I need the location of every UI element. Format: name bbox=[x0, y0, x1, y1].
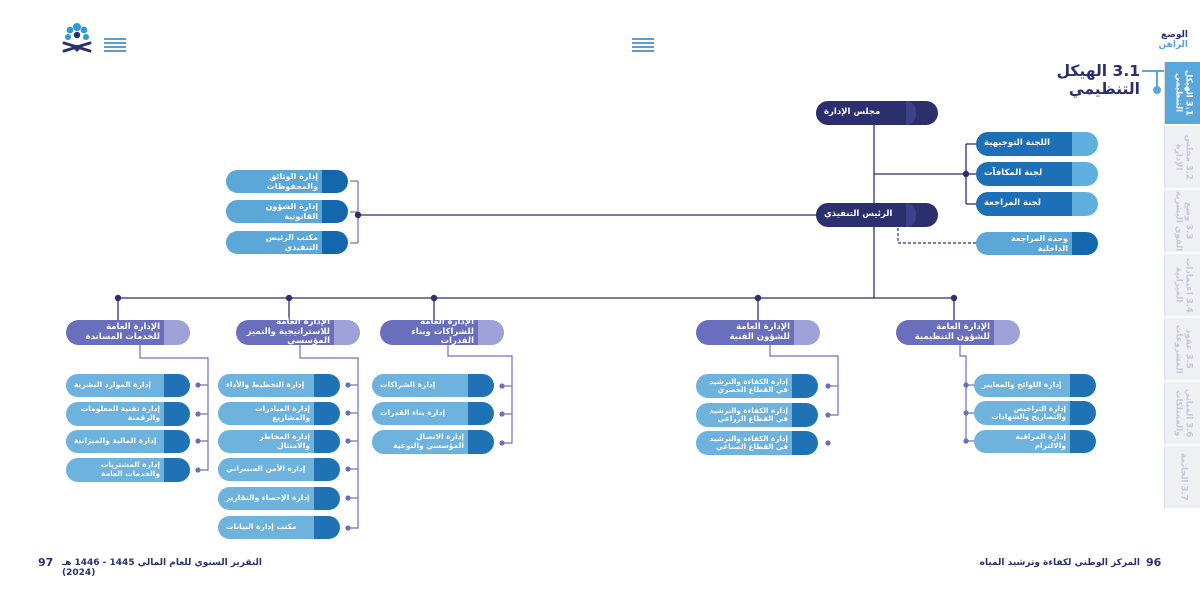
unit-label: إدارة الشراكات bbox=[372, 374, 472, 397]
general-department-node: الإدارة العامة للاستراتيجية والتميز المؤ… bbox=[236, 317, 360, 346]
general-department-node: الإدارة العامة للشؤون التنظيمية bbox=[896, 320, 1020, 345]
unit-label: إدارة اللوائح والمعايير bbox=[974, 374, 1074, 397]
unit-node: إدارة التخطيط والأداء bbox=[218, 374, 340, 397]
page-number-left: 97 bbox=[38, 556, 54, 569]
tab-buildings[interactable]: 3.6 المباني والممتلكات bbox=[1164, 382, 1200, 444]
unit-node: إدارة بناء القدرات bbox=[372, 402, 494, 425]
tab-label: 3.7 الخاتمة bbox=[1178, 453, 1189, 501]
unit-node: إدارة الإحصاء والتقارير bbox=[218, 487, 340, 510]
footer-org-name: المركز الوطني لكفاءة وترشيد المياه bbox=[979, 558, 1140, 568]
unit-node: إدارة المالية والميزانية bbox=[66, 430, 190, 453]
unit-node: إدارة المراقبة والالتزام bbox=[974, 430, 1096, 453]
unit-node: إدارة الأمن السيبراني bbox=[218, 458, 340, 481]
tab-conclusion[interactable]: 3.7 الخاتمة bbox=[1164, 446, 1200, 508]
unit-node: إدارة تقنية المعلومات والرقمنة bbox=[66, 402, 190, 426]
section-label-line1: الوضع bbox=[1161, 30, 1188, 40]
unit-label: إدارة الموارد البشرية bbox=[66, 374, 168, 397]
ceo-office-node: إدارة الوثائق والمحفوظات bbox=[226, 170, 348, 193]
ceo-office-label: مكتب الرئيس التنفيذي bbox=[226, 231, 326, 254]
unit-label: إدارة الأمن السيبراني bbox=[218, 458, 318, 481]
unit-node: إدارة المبادرات والمشاريع bbox=[218, 402, 340, 425]
tab-label: 3.5 عقود المشروعات bbox=[1173, 324, 1194, 374]
general-department-label: الإدارة العامة للشراكات وبناء القدرات bbox=[380, 317, 482, 346]
committee-label: لجنة المكافآت bbox=[976, 162, 1076, 186]
tab-org-structure[interactable]: 3.1 الهيكل التنظيمي bbox=[1164, 62, 1200, 124]
unit-node: إدارة التراخيص والتصاريح والشهادات bbox=[974, 401, 1096, 425]
water-center-logo-icon bbox=[60, 18, 94, 56]
general-department-label: الإدارة العامة للشؤون الفنية bbox=[696, 320, 798, 345]
unit-label: إدارة المراقبة والالتزام bbox=[974, 430, 1074, 453]
title-rule-vertical bbox=[1156, 70, 1158, 90]
unit-label: إدارة التراخيص والتصاريح والشهادات bbox=[974, 401, 1074, 425]
general-department-label: الإدارة العامة للاستراتيجية والتميز المؤ… bbox=[236, 317, 338, 346]
hamburger-menu-icon[interactable] bbox=[104, 38, 126, 52]
unit-label: إدارة الاتصال المؤسسي والتوعية bbox=[372, 430, 472, 454]
internal-audit-label: وحدة المراجعة الداخلية bbox=[976, 232, 1076, 255]
committee-label: لجنة المراجعة bbox=[976, 192, 1076, 216]
node-cap bbox=[906, 203, 938, 227]
unit-label: إدارة المشتريات والخدمات العامة bbox=[66, 458, 168, 482]
unit-label: إدارة تقنية المعلومات والرقمنة bbox=[66, 402, 168, 426]
unit-label: مكتب إدارة البيانات bbox=[218, 516, 318, 539]
tab-label: 3.1 الهيكل التنظيمي bbox=[1173, 70, 1194, 116]
internal-audit-node: وحدة المراجعة الداخلية bbox=[976, 232, 1098, 255]
general-department-label: الإدارة العامة للخدمات المساندة bbox=[66, 320, 168, 345]
unit-label: إدارة الكفاءة والترشيد في القطاع الصناعي bbox=[696, 431, 796, 455]
title-rule bbox=[1142, 70, 1166, 72]
unit-node: إدارة المشتريات والخدمات العامة bbox=[66, 458, 190, 482]
general-department-node: الإدارة العامة للخدمات المساندة bbox=[66, 320, 190, 345]
unit-node: مكتب إدارة البيانات bbox=[218, 516, 340, 539]
unit-label: إدارة الكفاءة والترشيد في القطاع الحضري bbox=[696, 374, 796, 398]
unit-node: إدارة الموارد البشرية bbox=[66, 374, 190, 397]
unit-node: إدارة الكفاءة والترشيد في القطاع الحضري bbox=[696, 374, 818, 398]
unit-node: إدارة اللوائح والمعايير bbox=[974, 374, 1096, 397]
ceo-office-label: إدارة الوثائق والمحفوظات bbox=[226, 170, 326, 193]
general-department-node: الإدارة العامة للشؤون الفنية bbox=[696, 320, 820, 345]
page-title: 3.1 الهيكل التنظيمي bbox=[1056, 62, 1140, 98]
unit-label: إدارة الكفاءة والترشيد في القطاع الزراعي bbox=[696, 403, 796, 427]
general-department-node: الإدارة العامة للشراكات وبناء القدرات bbox=[380, 317, 504, 346]
ceo-office-node: إدارة الشؤون القانونية bbox=[226, 200, 348, 223]
tab-workforce[interactable]: 3.3 وضع القوى البشرية bbox=[1164, 190, 1200, 252]
ceo-office-label: إدارة الشؤون القانونية bbox=[226, 200, 326, 223]
committee-node: اللجنة التوجيهية bbox=[976, 132, 1098, 156]
unit-label: إدارة الإحصاء والتقارير bbox=[218, 487, 318, 510]
unit-label: إدارة المخاطر والامتثال bbox=[218, 430, 318, 453]
section-label-line2: الراهن bbox=[1158, 40, 1189, 51]
tab-label: 3.2 مجلس الإدارة bbox=[1173, 134, 1194, 180]
board-node: مجلس الإدارة bbox=[816, 101, 938, 125]
committee-node: لجنة المكافآت bbox=[976, 162, 1098, 186]
tab-board[interactable]: 3.2 مجلس الإدارة bbox=[1164, 126, 1200, 188]
page-number-right: 96 bbox=[1146, 556, 1162, 569]
unit-node: إدارة الكفاءة والترشيد في القطاع الصناعي bbox=[696, 431, 818, 455]
committee-label: اللجنة التوجيهية bbox=[976, 132, 1076, 156]
unit-node: إدارة المخاطر والامتثال bbox=[218, 430, 340, 453]
board-label: مجلس الإدارة bbox=[816, 101, 916, 125]
tab-budget[interactable]: 3.4 اعتمادات الميزانية bbox=[1164, 254, 1200, 316]
ceo-node: الرئيس التنفيذي bbox=[816, 203, 938, 227]
tab-label: 3.6 المباني والممتلكات bbox=[1173, 388, 1194, 438]
hamburger-menu-icon[interactable] bbox=[632, 38, 654, 52]
node-cap bbox=[906, 101, 938, 125]
ceo-office-node: مكتب الرئيس التنفيذي bbox=[226, 231, 348, 254]
committee-node: لجنة المراجعة bbox=[976, 192, 1098, 216]
ceo-label: الرئيس التنفيذي bbox=[816, 203, 916, 227]
unit-label: إدارة المبادرات والمشاريع bbox=[218, 402, 318, 425]
general-department-label: الإدارة العامة للشؤون التنظيمية bbox=[896, 320, 998, 345]
tab-contracts[interactable]: 3.5 عقود المشروعات bbox=[1164, 318, 1200, 380]
unit-label: إدارة المالية والميزانية bbox=[66, 430, 168, 453]
section-label: الوضع الراهن bbox=[1152, 30, 1189, 51]
unit-node: إدارة الاتصال المؤسسي والتوعية bbox=[372, 430, 494, 454]
unit-label: إدارة التخطيط والأداء bbox=[218, 374, 318, 397]
unit-node: إدارة الكفاءة والترشيد في القطاع الزراعي bbox=[696, 403, 818, 427]
unit-label: إدارة بناء القدرات bbox=[372, 402, 472, 425]
footer-report-title: التقرير السنوي للعام المالي 1445 - 1446 … bbox=[62, 558, 262, 578]
title-dot bbox=[1153, 86, 1161, 94]
unit-node: إدارة الشراكات bbox=[372, 374, 494, 397]
tab-label: 3.3 وضع القوى البشرية bbox=[1173, 190, 1194, 252]
tab-label: 3.4 اعتمادات الميزانية bbox=[1173, 257, 1194, 313]
